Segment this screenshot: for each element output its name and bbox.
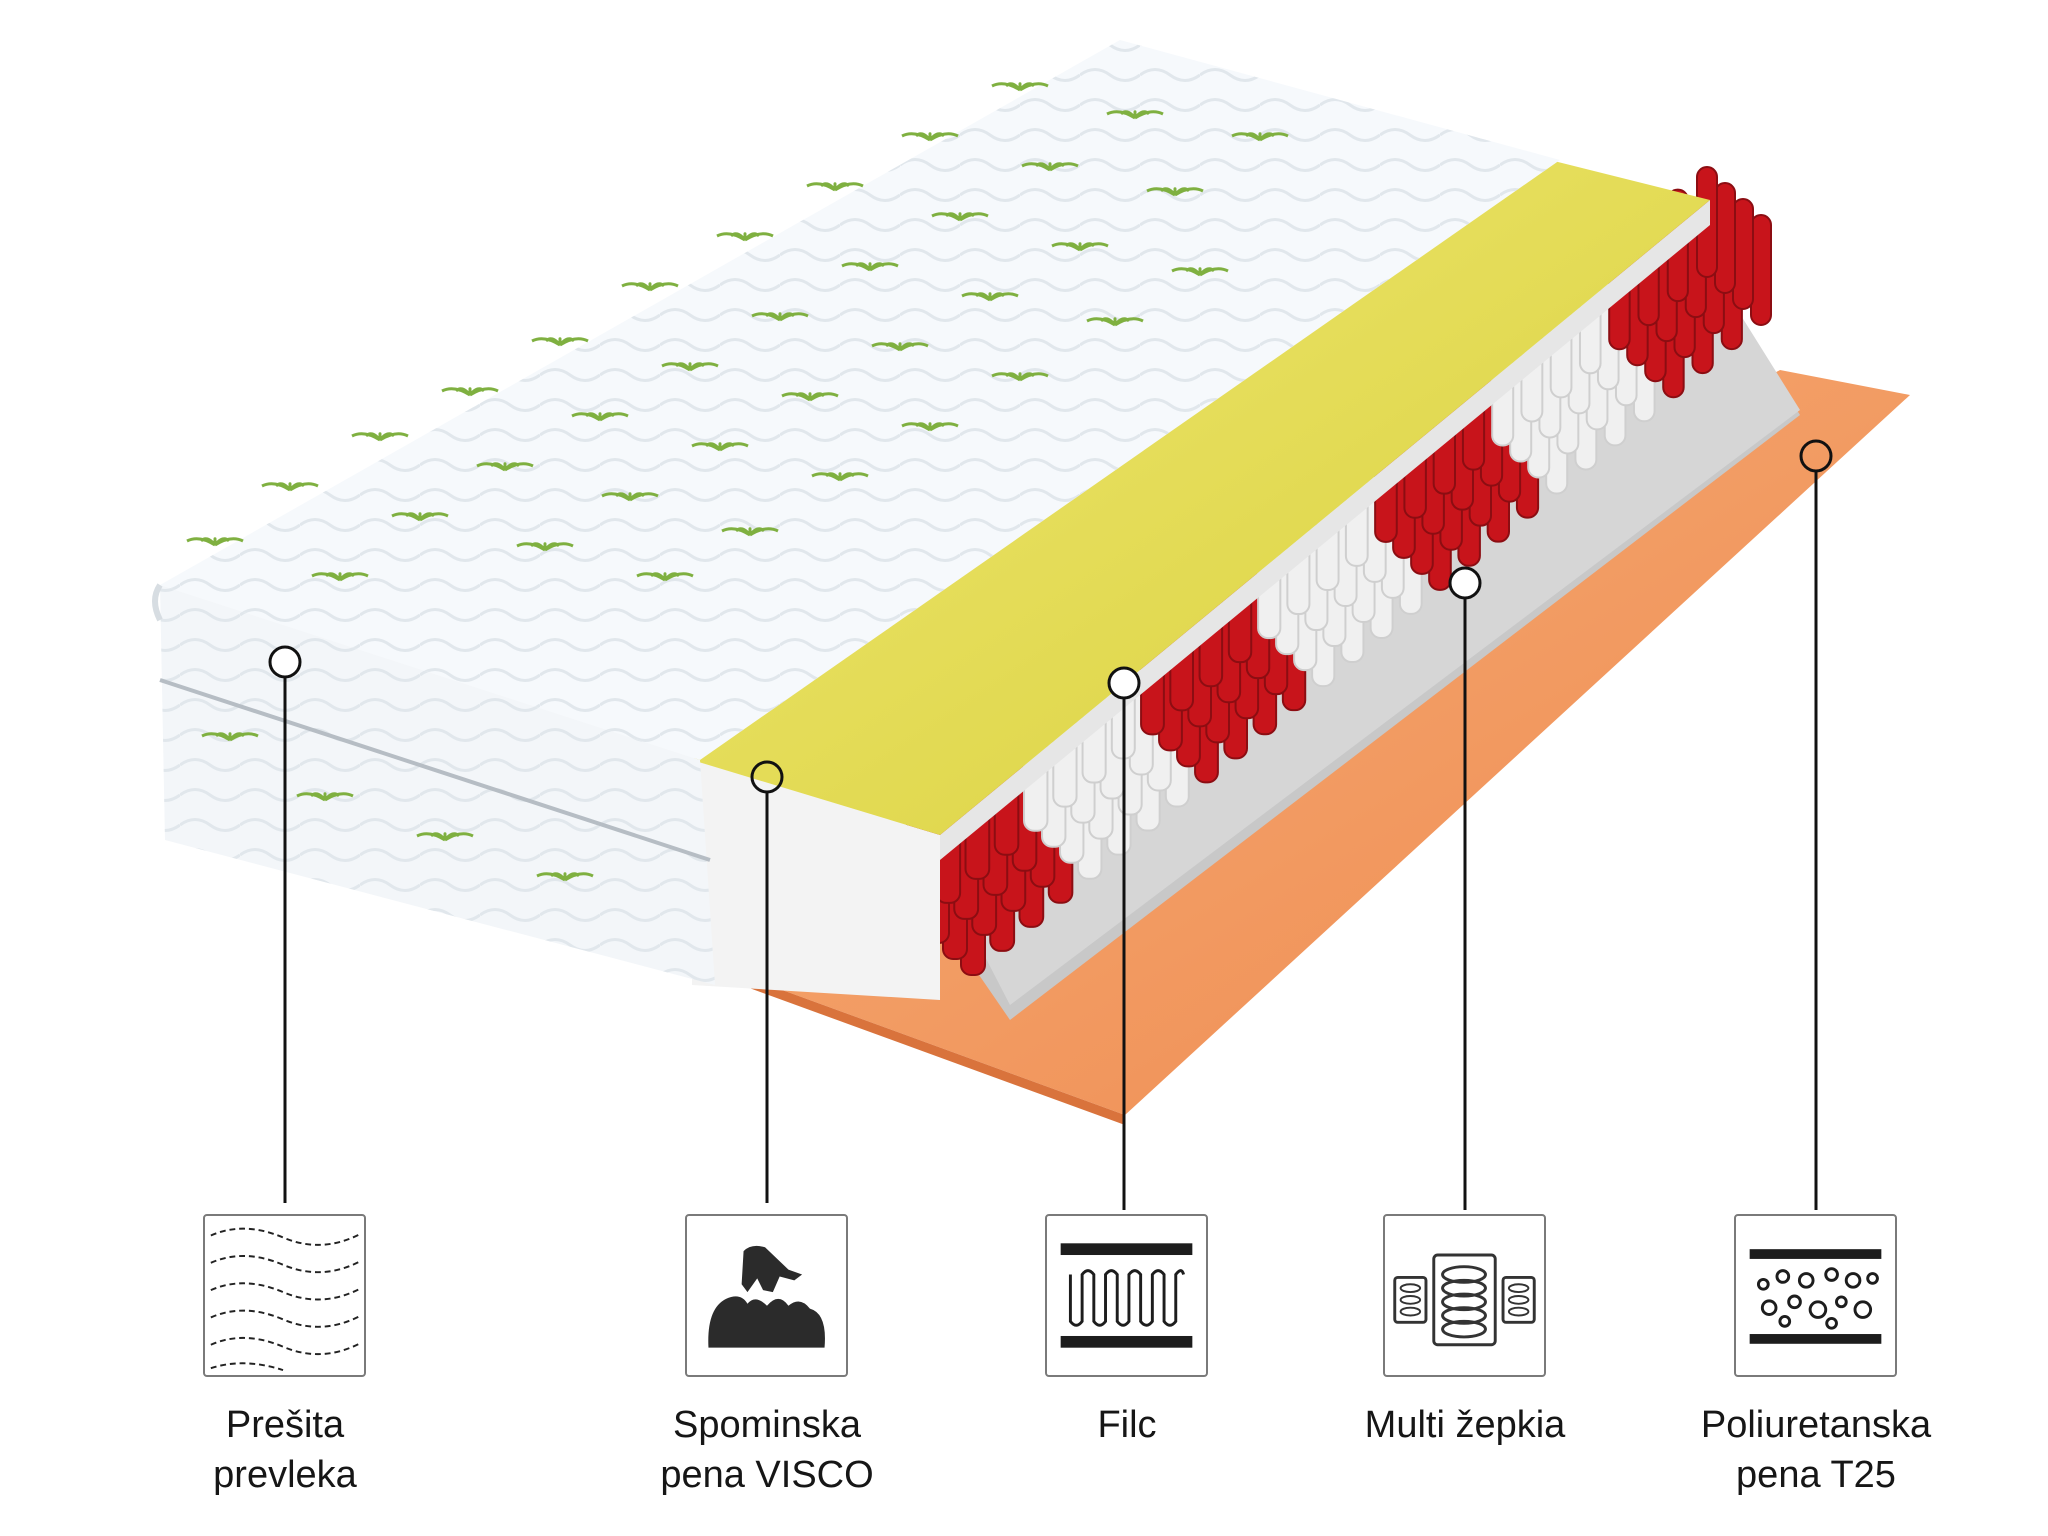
caption-pocket-line1: Multi žepkia [1364,1404,1566,1446]
leaf-motif [691,442,749,452]
leaf-motif [296,792,354,802]
caption-visco: Spominska pena VISCO [607,1400,927,1500]
poly-foam-bubbles-icon [1734,1214,1897,1377]
leaf-motif [571,412,629,422]
caption-cover-line1: Prešita [225,1404,345,1446]
leaf-motif [751,312,809,322]
caption-foam-line1: Poliuretanska [1700,1404,1932,1446]
leaf-motif [621,282,679,292]
leaf-motif [991,372,1049,382]
caption-felt-line1: Filc [1097,1404,1157,1446]
memory-foam-hand-icon [685,1214,848,1377]
leaf-motif [441,387,499,397]
marker-pocket [1448,566,1482,600]
leaf-motif [201,732,259,742]
leaf-motif [1051,242,1109,252]
leaf-motif [871,342,929,352]
marker-foam [1799,439,1833,473]
marker-visco [750,760,784,794]
pocket-springs-icon [1383,1214,1546,1377]
caption-visco-line1: Spominska [673,1404,861,1446]
leaf-motif [1106,110,1164,120]
leaf-motif [901,132,959,142]
leaf-motif [991,82,1049,92]
quilted-cover-icon [203,1214,366,1377]
leaf-motif [661,362,719,372]
leaf-motif [811,472,869,482]
leaf-motif [931,212,989,222]
leaf-motif [806,182,864,192]
leaf-motif [716,232,774,242]
leaf-motif [311,572,369,582]
leaf-motif [186,537,244,547]
leaf-motif [476,462,534,472]
marker-felt [1107,666,1141,700]
caption-pocket: Multi žepkia [1305,1400,1625,1450]
leaf-motif [1146,187,1204,197]
caption-cover: Prešita prevleka [125,1400,445,1500]
leaf-motif [601,492,659,502]
caption-felt: Filc [967,1400,1287,1450]
leaf-motif [536,872,594,882]
leaf-motif [531,337,589,347]
leaf-motif [416,832,474,842]
leaf-motif [1086,317,1144,327]
leaf-motif [1171,267,1229,277]
leaf-motif [391,512,449,522]
caption-cover-line2: prevleka [213,1454,357,1496]
felt-zigzag-icon [1045,1214,1208,1377]
caption-foam-line2: pena T25 [1736,1454,1896,1496]
leaf-motif [961,292,1019,302]
leaf-motif [841,262,899,272]
marker-cover [268,645,302,679]
leaf-motif [781,392,839,402]
leaf-motif [636,572,694,582]
leaf-motif [351,432,409,442]
leaf-motif [1021,162,1079,172]
caption-foam: Poliuretanska pena T25 [1656,1400,1976,1500]
leaf-motif [901,422,959,432]
leaf-motif [721,527,779,537]
leaf-motif [261,482,319,492]
caption-visco-line2: pena VISCO [660,1454,874,1496]
quilted-cover-layer [152,40,1560,985]
leaf-motif [1231,132,1289,142]
leaf-motif [516,542,574,552]
